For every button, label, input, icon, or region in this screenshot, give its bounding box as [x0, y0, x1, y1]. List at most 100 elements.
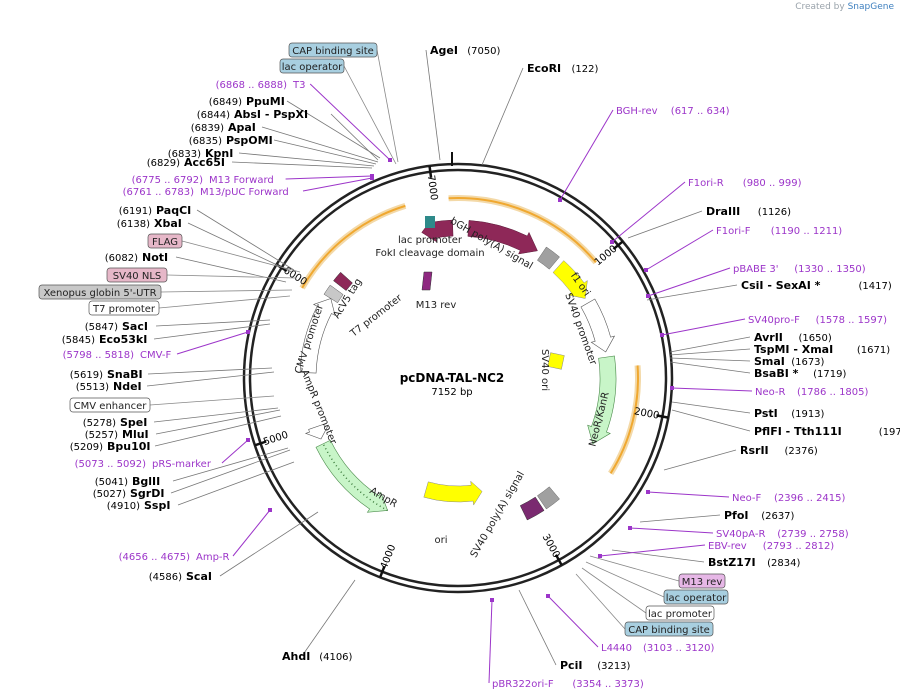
primer-t3: T3 [292, 80, 305, 91]
enzyme-pos: (1417) [859, 281, 892, 292]
label-leader [166, 274, 297, 279]
m13-rev-box [519, 496, 545, 521]
enzyme-pos: (6829) [147, 158, 180, 169]
primer-range: (6761 .. 6783) [123, 187, 195, 198]
ampr-inner-line [322, 443, 388, 512]
label-leader [196, 209, 295, 271]
primer-mark [388, 158, 392, 162]
enzyme-xbai: XbaI [154, 217, 182, 230]
enzyme-paqci: PaqCI [156, 204, 191, 217]
label-leader [425, 49, 441, 161]
label-leader [488, 599, 493, 684]
enzyme-bglii: BglII [132, 475, 160, 488]
enzyme-pos: (5209) [70, 442, 103, 453]
tick-label: 2000 [633, 406, 660, 422]
feature-box [106, 267, 168, 283]
foki-label: FokI cleavage domain [375, 248, 484, 259]
enzyme-pos: (5278) [83, 418, 116, 429]
tick-mark [428, 165, 433, 178]
feature-lac-operator: lac operator [282, 62, 343, 73]
label-leader [170, 449, 291, 494]
label-leader [671, 409, 751, 432]
feature-xenopus-globin-5-utr: Xenopus globin 5'-UTR [43, 288, 156, 299]
feature-box [663, 589, 729, 605]
tick-mark [254, 440, 267, 447]
primer-range: (1330 .. 1350) [794, 264, 866, 275]
tick-label: 4000 [379, 543, 399, 571]
enzyme-pfoi: PfoI [724, 509, 749, 522]
orange-arc-top [448, 197, 597, 263]
label-leader [176, 331, 249, 355]
label-leader [575, 573, 626, 630]
enzyme-pcii: PciI [560, 659, 582, 672]
tick-mark [554, 554, 563, 566]
label-leader [285, 175, 373, 180]
label-leader [231, 161, 373, 169]
primer-range: (2793 .. 2812) [763, 541, 835, 552]
primer-bgh-rev: BGH-rev [616, 106, 658, 117]
label-leader [286, 100, 381, 159]
primer-pbr322ori-f: pBR322ori-F [492, 679, 554, 690]
label-leader [147, 367, 273, 375]
primer-neo-r: Neo-R [755, 387, 786, 398]
enzyme-pspomi: PspOMI [226, 134, 273, 147]
label-leader [629, 527, 714, 534]
enzyme-pos: (5041) [95, 477, 128, 488]
label-leader [663, 449, 737, 471]
enzyme-pos: (1650) [799, 333, 832, 344]
label-leader [376, 49, 399, 163]
feature-cap-binding-site: CAP binding site [292, 46, 374, 57]
primer-range: (2396 .. 2415) [774, 493, 846, 504]
enzyme-sgrdi: SgrDI [130, 487, 164, 500]
enzyme-pos: (5513) [76, 382, 109, 393]
label-leader [647, 267, 731, 297]
label-leader [149, 395, 275, 406]
m13-rev-inner-box [421, 271, 433, 291]
lac-operator-marker [425, 216, 435, 228]
enzyme-bpu10i: Bpu10I [107, 440, 151, 453]
primer-range: (5798 .. 5818) [63, 350, 135, 361]
sv40-ori-label: SV40 ori [539, 349, 550, 391]
primer-mark [646, 490, 650, 494]
enzyme-ahdi: AhdI [282, 650, 310, 663]
feature-cmv-enhancer: CMV enhancer [74, 401, 148, 412]
enzyme-pos: (5619) [70, 370, 103, 381]
enzyme-pos: (1673) [791, 357, 824, 368]
t7-promoter-inner-label: T7 promoter [348, 292, 405, 340]
enzyme-pos: (5257) [85, 430, 118, 441]
utr-box [323, 284, 344, 304]
enzyme-agei: AgeI [430, 44, 458, 57]
feature-t7-promoter: T7 promoter [92, 304, 156, 315]
feature-cap-binding-site: CAP binding site [628, 625, 710, 636]
label-leader [146, 371, 275, 387]
primer-range: (617 .. 634) [671, 106, 730, 117]
label-leader [581, 567, 647, 614]
feature-sv40-nls: SV40 NLS [113, 271, 162, 282]
primer-mark [268, 508, 272, 512]
enzyme-pos: (6849) [209, 97, 242, 108]
enzyme-ecori: EcoRI [527, 62, 561, 75]
feature-lac-promoter: lac promoter [648, 609, 713, 620]
enzyme-saci: SacI [122, 320, 148, 333]
tick-mark [656, 414, 669, 419]
enzyme-snabi: SnaBI [107, 368, 143, 381]
tick-label: 7000 [425, 174, 439, 201]
primer-prs-marker: pRS-marker [152, 459, 212, 470]
label-leader [646, 284, 738, 301]
label-leader [671, 387, 753, 392]
enzyme-rsrii: RsrII [740, 444, 769, 457]
label-leader [181, 240, 301, 273]
primer-mark [558, 198, 562, 202]
orange-arc-halo [299, 202, 407, 290]
primer-mark [646, 294, 650, 298]
enzyme-ndei: NdeI [113, 380, 142, 393]
backbone-inner [248, 168, 668, 588]
label-leader [155, 409, 281, 435]
label-leader [585, 561, 665, 598]
ampr-promoter-arrow [304, 423, 329, 440]
primer-cmv-f: CMV-F [140, 350, 171, 361]
feature-m13-rev: M13 rev [682, 577, 723, 588]
enzyme-pos: (2376) [785, 446, 818, 457]
enzyme-pos: (1671) [857, 345, 890, 356]
